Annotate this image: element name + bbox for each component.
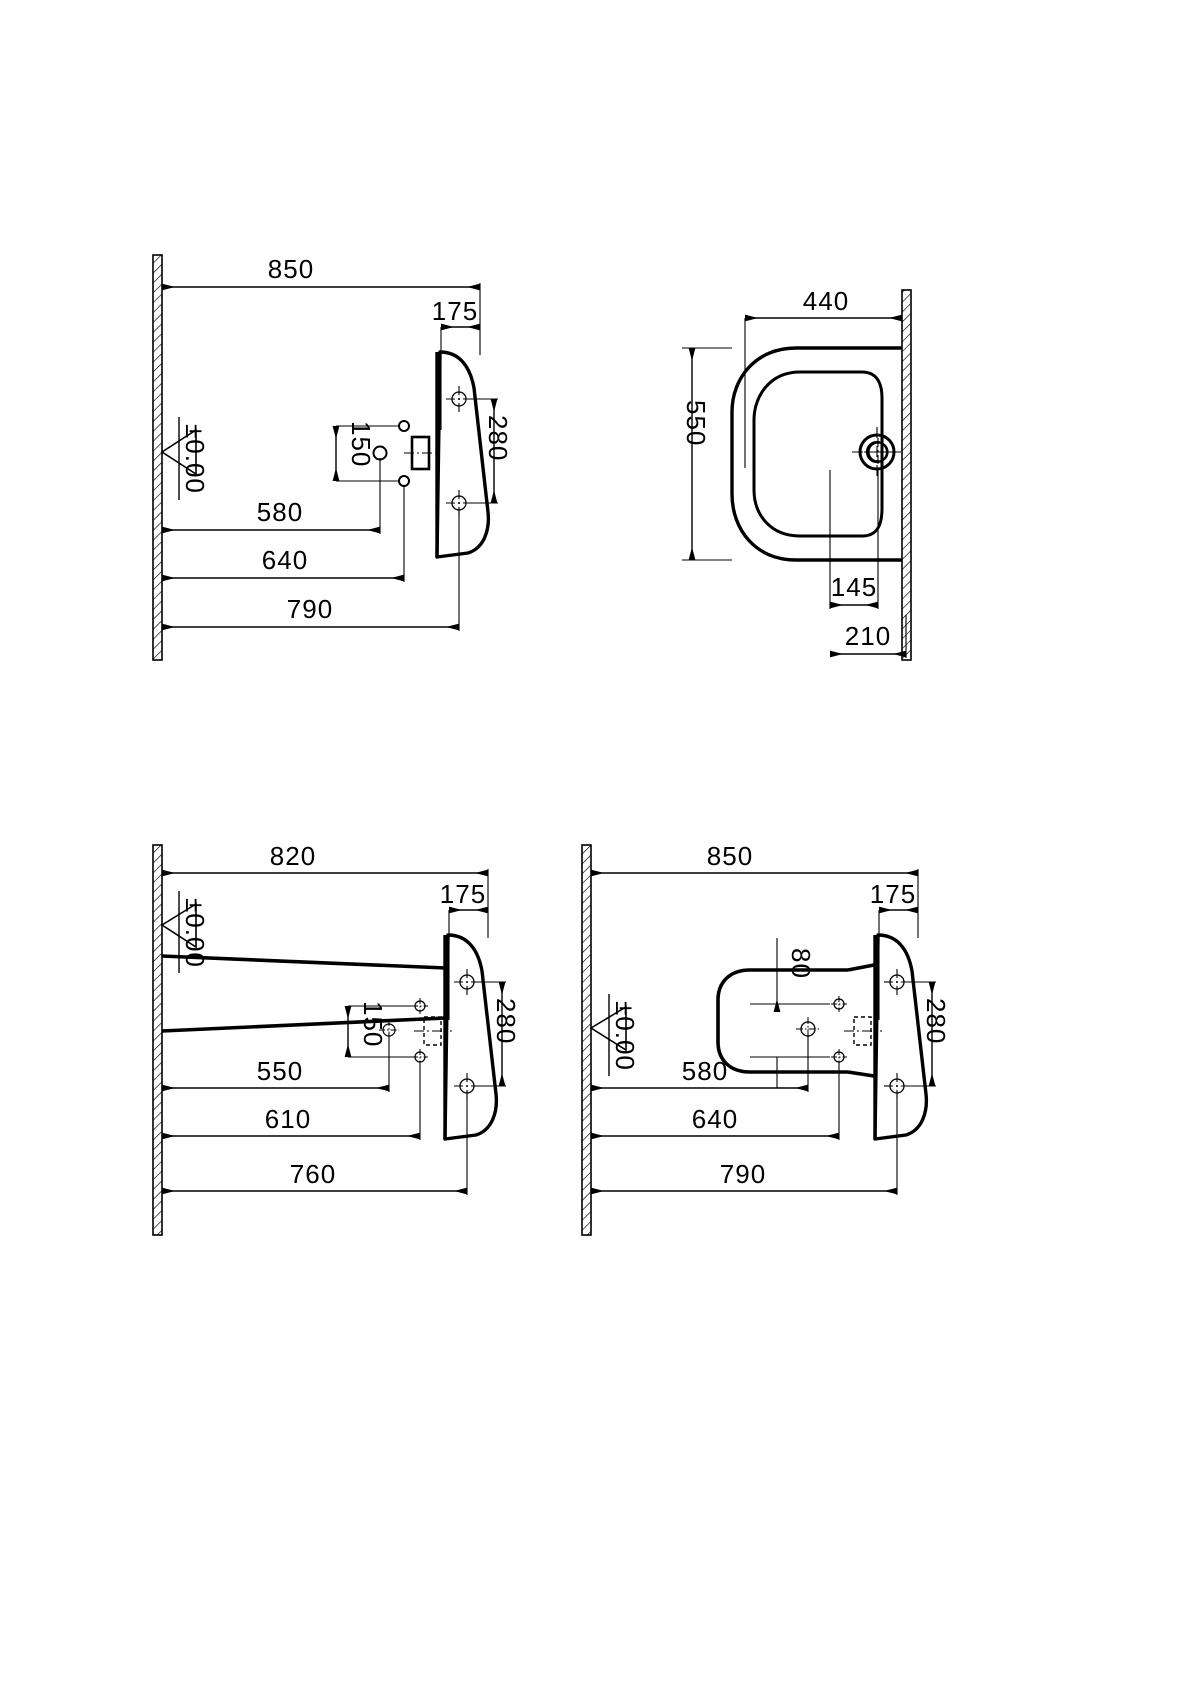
dimension-580-label: 580	[257, 497, 303, 527]
dimension-580	[591, 1035, 809, 1092]
dimension-850-label: 850	[268, 254, 314, 284]
dimension-640-label: 640	[262, 545, 308, 575]
dimension-790	[591, 1091, 898, 1195]
dimension-550-label: 550	[257, 1056, 303, 1086]
supply-hole-top	[412, 998, 428, 1014]
dimension-175	[448, 906, 488, 1020]
dimension-145-label: 145	[831, 572, 877, 602]
dimension-820-label: 820	[270, 841, 316, 871]
dimension-640	[591, 1062, 840, 1140]
dimension-80-label: 80	[786, 948, 816, 979]
dimension-175	[878, 906, 918, 1020]
view-side-trap: ±0.00	[430, 580, 1070, 1280]
dimension-440-label: 440	[803, 286, 849, 316]
dimension-850-label: 850	[707, 841, 753, 871]
dimension-440	[744, 314, 902, 468]
basin-outer-rim	[730, 346, 902, 562]
plan-small-hole-visible	[864, 438, 892, 466]
dimension-150	[344, 1005, 412, 1058]
dimension-790	[162, 508, 460, 631]
dimension-175-label: 175	[870, 879, 916, 909]
waste-outlet	[404, 435, 440, 471]
dimension-150-label: 150	[346, 421, 376, 467]
dimension-145	[829, 470, 879, 609]
dimension-280	[466, 398, 498, 504]
dimension-280	[904, 981, 936, 1087]
waste-outlet	[414, 1016, 452, 1046]
datum-label-4: ±0.00	[610, 1001, 640, 1071]
dimension-280-label: 280	[491, 998, 521, 1044]
dimension-175-label: 175	[440, 879, 486, 909]
basin-side-profile	[435, 350, 491, 559]
view-side-basin: ±0.00 850 175	[0, 0, 600, 700]
bracket-body	[161, 954, 447, 1033]
dimension-580	[162, 458, 381, 534]
basin-side-profile	[873, 933, 929, 1141]
dimension-790-label: 790	[287, 594, 333, 624]
datum-symbol	[589, 994, 627, 1076]
dimension-760	[162, 1091, 468, 1195]
dimension-640-label: 640	[692, 1104, 738, 1134]
wall-hatch	[581, 844, 592, 1236]
datum-label-1: ±0.00	[180, 424, 210, 494]
supply-hole-top	[831, 996, 847, 1012]
dimension-760-label: 760	[290, 1159, 336, 1189]
dimension-150-label: 150	[358, 1001, 388, 1047]
dimension-640	[162, 486, 405, 582]
dimension-280-label: 280	[921, 998, 951, 1044]
dimension-280-label: 280	[483, 415, 513, 461]
dimension-610-label: 610	[265, 1104, 311, 1134]
dimension-850	[162, 283, 481, 355]
dimension-150	[332, 425, 400, 482]
supply-hole-bottom	[398, 475, 410, 487]
dimension-210-label: 210	[845, 621, 891, 651]
dimension-820	[162, 869, 489, 938]
view-side-bracket: ±0.00	[0, 580, 600, 1280]
basin-side-profile	[443, 933, 499, 1141]
wall-hatch	[152, 844, 163, 1236]
dimension-210	[830, 615, 907, 658]
dimension-550-vertical-label: 550	[681, 400, 711, 446]
datum-symbol	[160, 417, 197, 500]
wall-hatch	[901, 289, 912, 661]
dimension-80	[750, 938, 830, 1088]
dimension-850	[591, 869, 919, 938]
trap-cover	[716, 963, 875, 1078]
supply-hole-top	[398, 420, 410, 432]
waste-outlet	[844, 1016, 882, 1046]
dimension-175	[440, 323, 480, 430]
view-plan-basin: 440 550 145 210	[600, 0, 1200, 700]
dimension-580-label: 580	[682, 1056, 728, 1086]
dimension-175-label: 175	[432, 296, 478, 326]
dimension-280	[474, 981, 506, 1087]
dimension-790-label: 790	[720, 1159, 766, 1189]
dimension-550	[162, 1035, 390, 1092]
dimension-610	[162, 1062, 421, 1140]
basin-inner-bowl	[752, 370, 884, 538]
wall-hatch	[152, 254, 163, 661]
datum-symbol	[160, 891, 197, 973]
